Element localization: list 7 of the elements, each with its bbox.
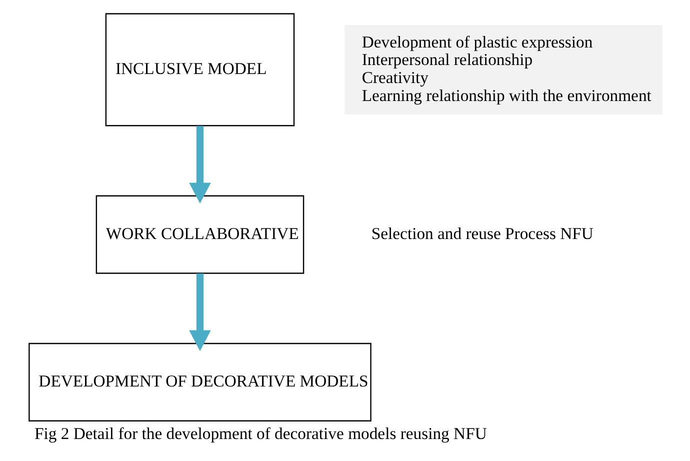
arrow (188, 125, 210, 204)
node-box: INCLUSIVE MODEL (104, 12, 294, 126)
arrow (188, 273, 210, 351)
caption: Fig 2 Detail for the development of decorative models reusing NFU (34, 423, 486, 442)
node-text: Selection and reuse Process NFU (370, 223, 593, 242)
node-box: WORK COLLABORATIVE (95, 194, 304, 274)
node-box: DEVELOPMENT OF DECORATIVE MODELS (28, 342, 371, 421)
